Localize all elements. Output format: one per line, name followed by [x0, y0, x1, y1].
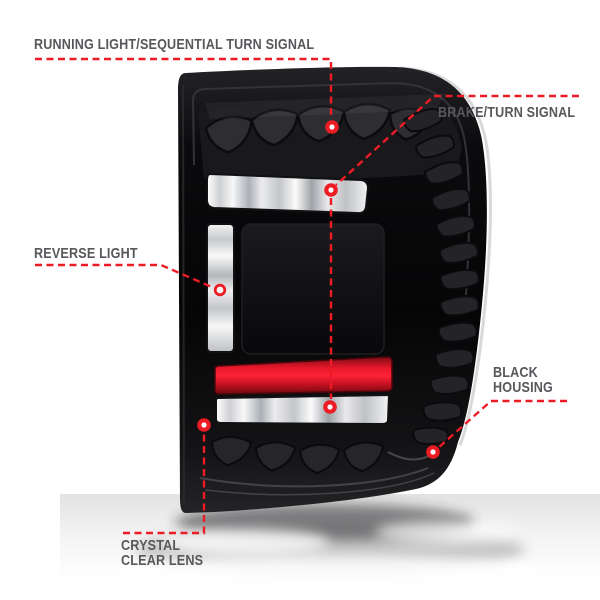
callout-label-crystal-lens-line2: CLEAR LENS [121, 552, 204, 569]
red-reflector-strip [214, 356, 393, 395]
callout-label-reverse-light: REVERSE LIGHT [34, 245, 138, 262]
right-louver-fins [402, 108, 480, 445]
callout-line-black-housing [437, 399, 567, 449]
callout-label-brake-turn: BRAKE/TURN SIGNAL [438, 104, 576, 121]
callout-dot-brake-upper [324, 183, 338, 197]
callout-label-crystal-lens: CRYSTAL CLEAR LENS [121, 538, 203, 568]
callout-dot-reverse-light [213, 283, 227, 297]
center-housing-panel [241, 223, 385, 355]
callout-label-black-housing: BLACK HOUSING [493, 365, 553, 395]
floor-reflection [60, 494, 600, 594]
top-lens-segments [198, 94, 462, 180]
chrome-edge-trim [399, 66, 492, 446]
callout-dot-running-light [325, 120, 339, 134]
callout-dot-brake-lower [323, 400, 337, 414]
callout-line-crystal-lens [123, 433, 206, 535]
callout-label-black-housing-line1: BLACK [493, 364, 538, 381]
callout-label-black-housing-line2: HOUSING [493, 379, 553, 396]
callout-dots [197, 120, 440, 459]
brake-light-strip-upper [206, 172, 370, 215]
callout-label-crystal-lens-line1: CRYSTAL [121, 537, 181, 554]
callout-line-brake-turn [335, 94, 579, 186]
callout-dot-crystal-lens [197, 418, 211, 432]
callout-line-running-light [35, 57, 333, 118]
callout-line-reverse-light [35, 263, 215, 290]
brake-light-strip-lower [215, 393, 391, 426]
callout-dot-black-housing [426, 445, 440, 459]
bottom-lens-segments [210, 435, 385, 475]
callout-label-running-light: RUNNING LIGHT/SEQUENTIAL TURN SIGNAL [34, 36, 315, 53]
